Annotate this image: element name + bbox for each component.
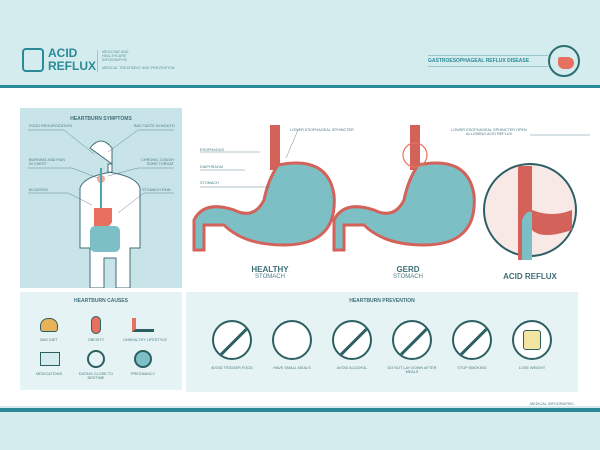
label-diaphragm: DIAPHRAGM xyxy=(200,165,223,169)
obesity-icon xyxy=(91,316,101,334)
label-esophagus: ESOPHAGUS xyxy=(200,148,225,152)
causes-panel: HEARTBURN CAUSES BAD DIET OBESITY UNHEAL… xyxy=(20,292,182,390)
cause-label: MEDICATIONS xyxy=(35,372,63,376)
cause-label: BAD DIET xyxy=(40,338,58,342)
prevention-title: HEARTBURN PREVENTION xyxy=(349,298,415,304)
caption-sub: STOMACH xyxy=(255,274,285,280)
prevention-panel: HEARTBURN PREVENTION AVOID TRIGGER FOOD … xyxy=(186,292,578,392)
causes-title: HEARTBURN CAUSES xyxy=(74,298,128,304)
prevention-label: STOP SMOKING xyxy=(457,366,487,370)
symptom-label: BAD TASTE IN MOUTH xyxy=(134,124,175,128)
caption-sub: STOMACH xyxy=(393,274,423,280)
cause-label: OBESITY xyxy=(87,338,105,342)
caption-main: GERD xyxy=(396,265,420,274)
cause-label: UNHEALTHY LIFESTYLE xyxy=(123,338,167,342)
no-trigger-food-icon xyxy=(212,320,252,360)
burger-icon xyxy=(40,318,58,332)
body-illustration xyxy=(28,129,174,288)
subtitle-1: MEDICINE AND HEALTHCARE INFOGRAPHIC xyxy=(102,50,129,62)
gerd-stomach xyxy=(332,125,476,252)
cause-label: PREGNANCY xyxy=(130,372,156,376)
logo-line2: REFLUX xyxy=(48,59,96,73)
symptom-label: FOOD REGURGITATION xyxy=(29,124,73,128)
prevention-label: HAVE SMALL MEALS xyxy=(273,366,311,370)
healthy-stomach xyxy=(192,125,336,252)
acid-reflux-caption: ACID REFLUX xyxy=(503,272,557,281)
footer-divider xyxy=(0,408,600,412)
subtitle-2: MEDICAL TREATMENT AND PREVENTION xyxy=(102,66,175,70)
no-alcohol-icon xyxy=(332,320,372,360)
header-divider xyxy=(0,85,600,88)
label-stomach: STOMACH xyxy=(200,181,219,185)
symptoms-title: HEARTBURN SYMPTOMS xyxy=(70,116,132,122)
stomach-diagrams xyxy=(192,125,590,260)
prevention-label: LOSE WEIGHT xyxy=(518,366,546,370)
label-lower-sphincter: LOWER ESOPHAGEAL SPHINCTER xyxy=(290,128,354,132)
symptom-label: BLOATING xyxy=(29,188,48,192)
footer-note: MEDICAL INFOGRAPHIC xyxy=(530,402,575,406)
gerd-title: GASTROESOPHAGEAL REFLUX DISEASE xyxy=(428,55,548,67)
stomach-icon xyxy=(548,45,580,77)
clock-plate-icon xyxy=(87,350,105,368)
scale-icon xyxy=(512,320,552,360)
cause-label: EATING CLOSE TO BEDTIME xyxy=(79,372,113,380)
wine-cigarette-icon xyxy=(132,318,154,332)
prevention-label: AVOID TRIGGER FOOD xyxy=(211,366,253,370)
medications-icon xyxy=(40,352,60,366)
prevention-label: AVOID ALCOHOL xyxy=(336,366,368,370)
symptom-label: BURNING AND PAIN IN CHEST xyxy=(29,158,66,166)
acid-reflux-zoom xyxy=(483,163,577,260)
label-open-sphincter: LOWER ESOPHAGEAL SPHINCTER OPEN ALLOWING… xyxy=(451,128,527,136)
logo-line1: ACID xyxy=(48,46,78,60)
pregnancy-icon xyxy=(134,350,152,368)
no-smoking-icon xyxy=(452,320,492,360)
caption-main: HEALTHY xyxy=(251,265,289,274)
symptom-label: CHRONIC COUGH SORE THROAT xyxy=(141,158,174,166)
symptoms-panel: HEARTBURN SYMPTOMS FOOD REGURGITATION BU… xyxy=(20,108,182,288)
small-meals-icon xyxy=(272,320,312,360)
no-lying-down-icon xyxy=(392,320,432,360)
stethoscope-icon xyxy=(22,48,44,72)
divider xyxy=(97,50,98,72)
symptom-label: STOMACH PAIN xyxy=(142,188,171,192)
prevention-label: DO NOT LAY DOWN AFTER MEALS xyxy=(387,366,437,374)
